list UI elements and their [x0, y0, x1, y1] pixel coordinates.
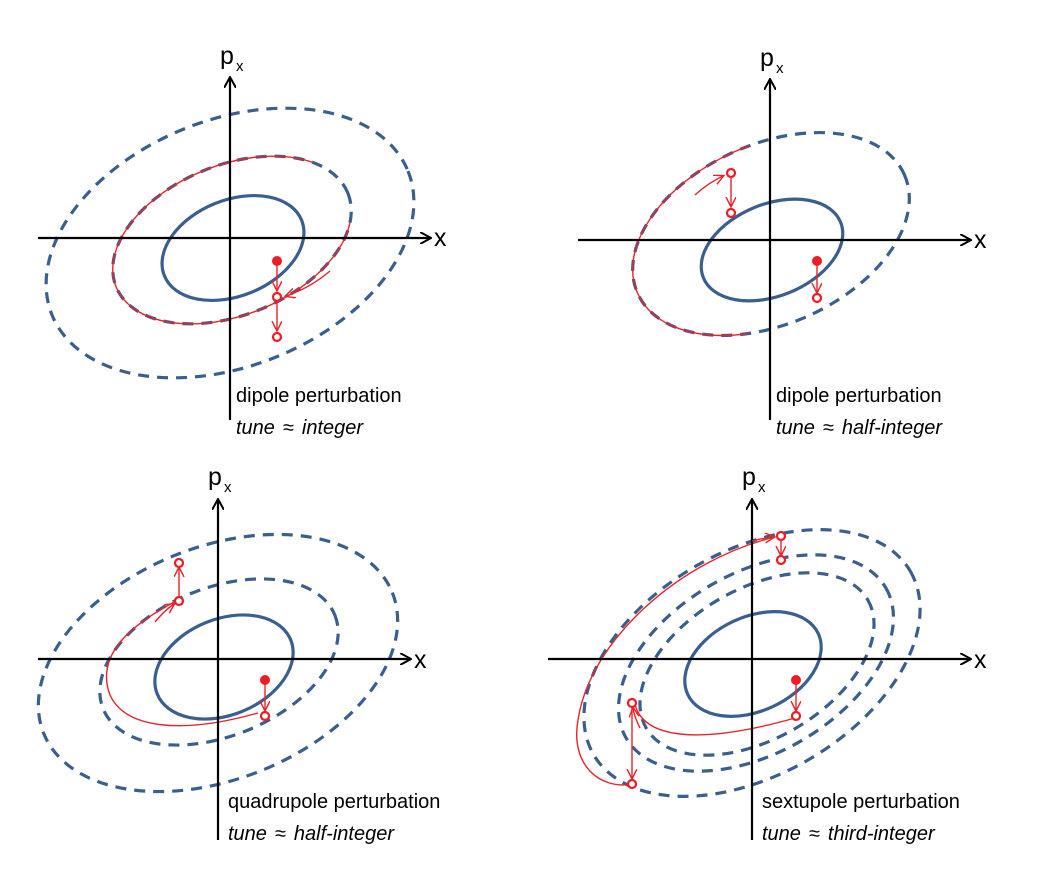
approx-symbol: ≈	[823, 417, 834, 439]
panel-caption-title: dipole perturbation	[236, 385, 402, 407]
tune-word: tune	[228, 823, 267, 845]
outer-dashed-invariant	[631, 130, 911, 338]
path-arrow	[751, 537, 774, 541]
kicked-point-marker	[725, 207, 737, 219]
tune-value: half-integer	[294, 823, 395, 845]
panel-caption-tune: tune ≈ integer	[236, 417, 364, 439]
px-axis-subscript: x	[236, 58, 244, 75]
tune-word: tune	[776, 417, 815, 439]
start-point-marker	[272, 256, 282, 266]
inner-dashed-invariant	[638, 571, 876, 757]
px-axis-subscript: x	[224, 479, 232, 496]
outer-dashed-invariant	[582, 528, 922, 798]
unperturbed-invariant-ellipse	[153, 613, 295, 721]
px-axis-label: p	[742, 463, 756, 491]
perturbed-trajectory-path	[112, 155, 352, 325]
start-point-marker	[260, 675, 270, 685]
outer-dashed-invariant	[36, 532, 400, 794]
panel-caption-title: sextupole perturbation	[762, 791, 960, 813]
px-axis-label: p	[220, 42, 234, 70]
panel-caption-title: quadrupole perturbation	[228, 791, 440, 813]
kicked-point-marker	[173, 557, 185, 569]
panel-dipole-integer: x p x dipole perturbation tune ≈ integer	[38, 42, 447, 439]
start-point-marker	[812, 256, 822, 266]
panel-dipole-half-integer: x p x dipole perturbation tune ≈ half-in…	[578, 44, 987, 439]
tune-word: tune	[236, 417, 275, 439]
unperturbed-invariant-ellipse	[699, 197, 845, 303]
x-axis-label: x	[434, 224, 447, 252]
panel-caption-tune: tune ≈ half-integer	[228, 823, 395, 845]
perturbed-trajectory-path	[576, 536, 776, 786]
path-arrow	[633, 708, 641, 729]
px-axis-label: p	[208, 463, 222, 491]
path-arrow	[286, 270, 331, 296]
px-axis-subscript: x	[776, 60, 784, 77]
px-axis-subscript: x	[758, 479, 766, 496]
unperturbed-invariant-ellipse	[683, 610, 823, 718]
kicked-point-marker	[259, 710, 271, 722]
x-axis-label: x	[974, 646, 987, 674]
tune-value: third-integer	[828, 823, 936, 845]
x-axis-label: x	[974, 226, 987, 254]
path-arrow	[154, 604, 174, 623]
approx-symbol: ≈	[275, 823, 286, 845]
start-point-marker	[791, 675, 801, 685]
panel-caption-title: dipole perturbation	[776, 385, 942, 407]
kicked-point-marker	[725, 167, 737, 179]
kicked-point-marker	[173, 595, 185, 607]
perturbed-trajectory-path	[631, 131, 911, 337]
kicked-point-marker	[626, 697, 638, 709]
kicked-point-marker	[271, 331, 283, 343]
kicked-point-marker	[790, 710, 802, 722]
kicked-point-marker	[626, 778, 638, 790]
kicked-point-marker	[775, 530, 787, 542]
tune-value: integer	[302, 417, 364, 439]
px-axis-label: p	[760, 44, 774, 72]
kicked-point-marker	[811, 292, 823, 304]
panel-quadrupole-half-integer: x p x quadrupole perturbation tune ≈ hal…	[36, 463, 440, 845]
tune-word: tune	[762, 823, 801, 845]
kicked-point-marker	[775, 554, 787, 566]
middle-dashed-invariant	[98, 577, 340, 747]
tune-value: half-integer	[842, 417, 943, 439]
middle-dashed-invariant	[616, 553, 896, 773]
path-arrow	[694, 176, 723, 196]
x-axis-label: x	[414, 646, 427, 674]
perturbed-trajectory-path	[105, 599, 259, 727]
approx-symbol: ≈	[809, 823, 820, 845]
approx-symbol: ≈	[283, 417, 294, 439]
panel-caption-tune: tune ≈ half-integer	[776, 417, 943, 439]
perturbed-trajectory-path	[633, 699, 796, 736]
panel-caption-tune: tune ≈ third-integer	[762, 823, 936, 845]
unperturbed-invariant-ellipse	[160, 193, 306, 303]
kicked-point-marker	[271, 291, 283, 303]
panel-sextupole-third-integer: x p x sextupole perturbation tune ≈ thir…	[548, 463, 987, 845]
